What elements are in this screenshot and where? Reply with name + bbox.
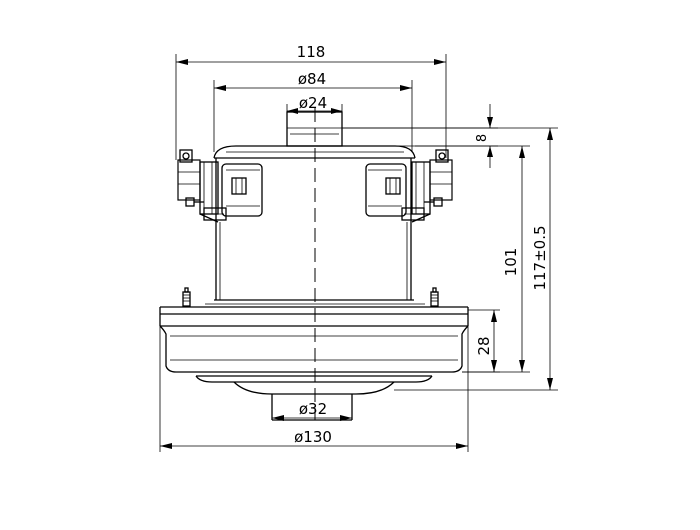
dim-32-label: ø32: [299, 400, 327, 418]
dim-117: [342, 127, 558, 391]
dim-130: [159, 326, 469, 452]
bottom-inlet: [233, 381, 395, 421]
dim-28-label: 28: [475, 336, 493, 355]
dim-130-label: ø130: [294, 428, 332, 446]
dim-24-label: ø24: [299, 94, 327, 112]
dim-84-label: ø84: [298, 70, 326, 88]
dim-101-label: 101: [502, 248, 520, 277]
dim-8-label: 8: [475, 134, 490, 142]
dim-24: [286, 104, 343, 118]
dim-84: [213, 80, 413, 152]
dim-118-label: 118: [297, 43, 326, 61]
left-brush-holder: [177, 149, 263, 223]
right-brush-holder: [365, 149, 453, 223]
left-stud: [182, 287, 191, 307]
motor-body: [205, 158, 425, 305]
dim-118: [175, 54, 447, 160]
dim-117-label: 117±0.5: [531, 225, 549, 290]
right-stud: [430, 287, 439, 307]
dim-32: [272, 415, 352, 421]
fan-housing: [159, 306, 469, 383]
